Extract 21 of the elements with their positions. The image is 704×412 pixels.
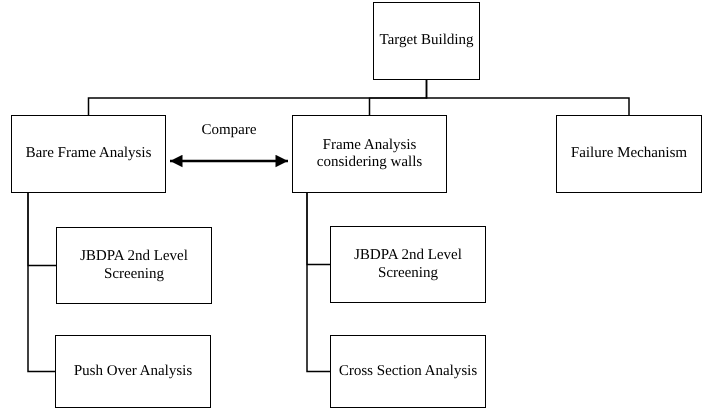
connector-line <box>426 80 630 115</box>
box-text: Target Building <box>379 32 474 50</box>
process-box <box>330 335 486 408</box>
process-box <box>56 227 212 304</box>
process-box <box>11 115 166 193</box>
edge-label: Compare <box>200 122 258 139</box>
process-box <box>292 115 447 193</box>
process-box <box>55 335 211 408</box>
process-box <box>556 115 702 193</box>
box-text: JBDPA 2nd Level Screening <box>79 248 189 283</box>
box-text: JBDPA 2nd Level Screening <box>353 247 463 282</box>
process-box <box>373 2 480 80</box>
box-text: Failure Mechanism <box>570 145 688 163</box>
box-text: Push Over Analysis <box>74 362 192 380</box>
box-text: Bare Frame Analysis <box>26 145 152 163</box>
box-text: Cross Section Analysis <box>338 362 478 380</box>
double-arrow <box>170 154 288 168</box>
connector-line <box>306 193 330 372</box>
process-box <box>330 226 486 303</box>
box-text: Frame Analysis considering walls <box>316 136 424 172</box>
connector-line <box>27 193 55 372</box>
